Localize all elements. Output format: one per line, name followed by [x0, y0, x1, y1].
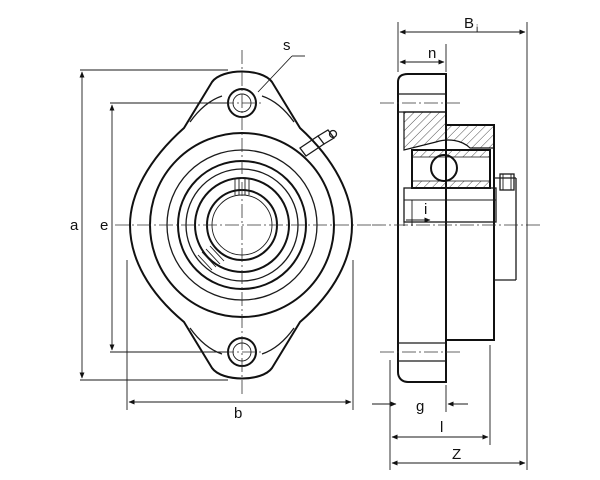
bearing-ball: [430, 154, 458, 182]
side-view: [372, 22, 540, 470]
front-view: [79, 50, 372, 410]
side-flange: [397, 73, 447, 383]
set-screw-angled: [197, 245, 225, 271]
label-b-i-subscript: i: [476, 24, 478, 35]
label-e: e: [100, 217, 108, 234]
label-b-i: B: [464, 15, 474, 32]
label-l: l: [440, 419, 443, 436]
side-set-screw: [499, 173, 515, 191]
label-a: a: [70, 217, 79, 234]
label-g: g: [416, 398, 424, 415]
flange-outline: [128, 70, 354, 380]
label-n: n: [428, 45, 436, 62]
label-z: Z: [452, 446, 461, 463]
set-screw-top: [234, 178, 250, 195]
label-b: b: [234, 405, 242, 422]
label-i: i: [424, 201, 427, 218]
housing-section-hatch: [403, 111, 495, 151]
grease-nipple: [299, 129, 338, 157]
label-s: s: [283, 37, 291, 54]
